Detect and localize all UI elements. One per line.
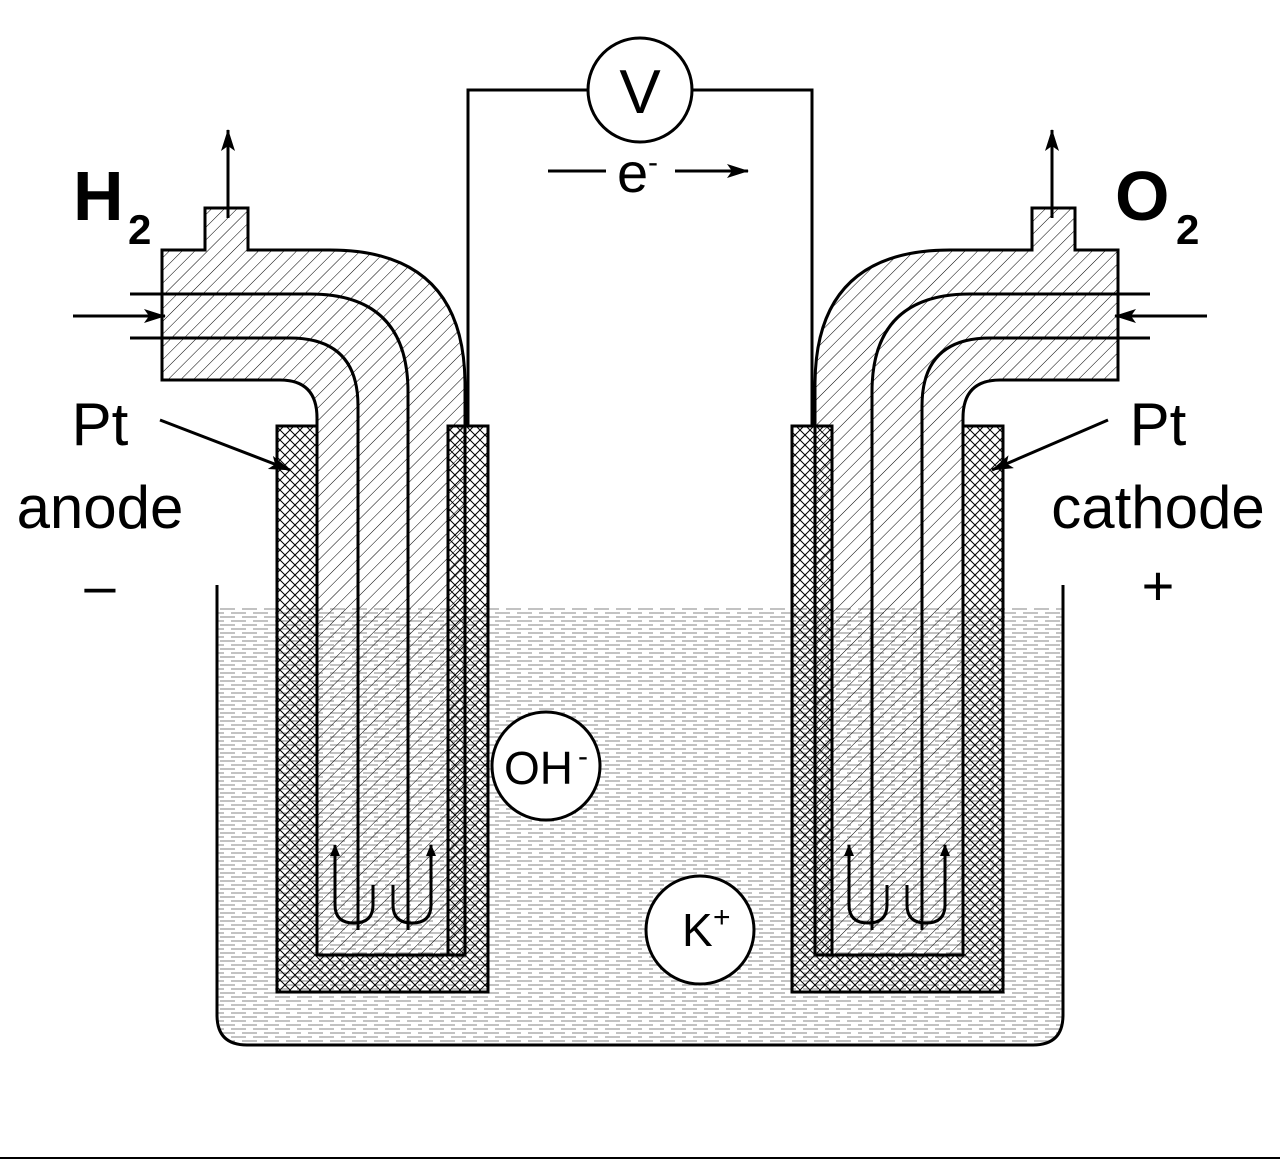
electron-charge: - — [648, 146, 658, 179]
cathode-flow-arrow-2 — [844, 844, 889, 925]
cathode-material-label: Pt — [1130, 391, 1187, 458]
voltmeter: V — [586, 36, 694, 144]
cathode-name-label: cathode — [1051, 474, 1265, 541]
oxygen-subscript: 2 — [1176, 206, 1199, 253]
anode-flow-arrow-2 — [391, 844, 436, 925]
hydroxide-symbol: OH — [504, 742, 573, 794]
cathode-gas-pipe — [813, 206, 1120, 957]
circuit-wire-left — [466, 88, 588, 426]
electron-symbol: e — [617, 141, 648, 204]
anode-flow-arrow-1 — [330, 844, 375, 925]
anode-pointer-arrow — [159, 418, 291, 472]
anode-name-label: anode — [17, 474, 184, 541]
electron-flow: e - — [548, 141, 749, 204]
hydroxide-charge: - — [578, 740, 588, 773]
cathode-assembly — [790, 129, 1207, 994]
potassium-symbol: K — [682, 904, 713, 956]
circuit-wire-right — [692, 88, 814, 426]
hydrogen-subscript: 2 — [128, 206, 151, 253]
oxygen-label: O — [1115, 157, 1169, 235]
anode-assembly — [73, 129, 490, 994]
cathode-platinum — [790, 424, 1005, 994]
voltmeter-label: V — [619, 58, 661, 127]
anode-material-label: Pt — [72, 391, 129, 458]
anode-gas-pipe — [160, 206, 467, 957]
anode-platinum — [275, 424, 490, 994]
cathode-pointer-arrow — [991, 418, 1109, 472]
cathode-sign-label: + — [1142, 554, 1175, 617]
potassium-ion: K + — [644, 874, 756, 986]
cathode-flow-arrow-1 — [905, 844, 950, 925]
potassium-charge: + — [713, 901, 731, 934]
hydrogen-label: H — [73, 157, 124, 235]
anode-sign-label: – — [84, 554, 116, 617]
container — [215, 585, 1065, 1047]
hydroxide-ion: OH - — [490, 710, 602, 822]
